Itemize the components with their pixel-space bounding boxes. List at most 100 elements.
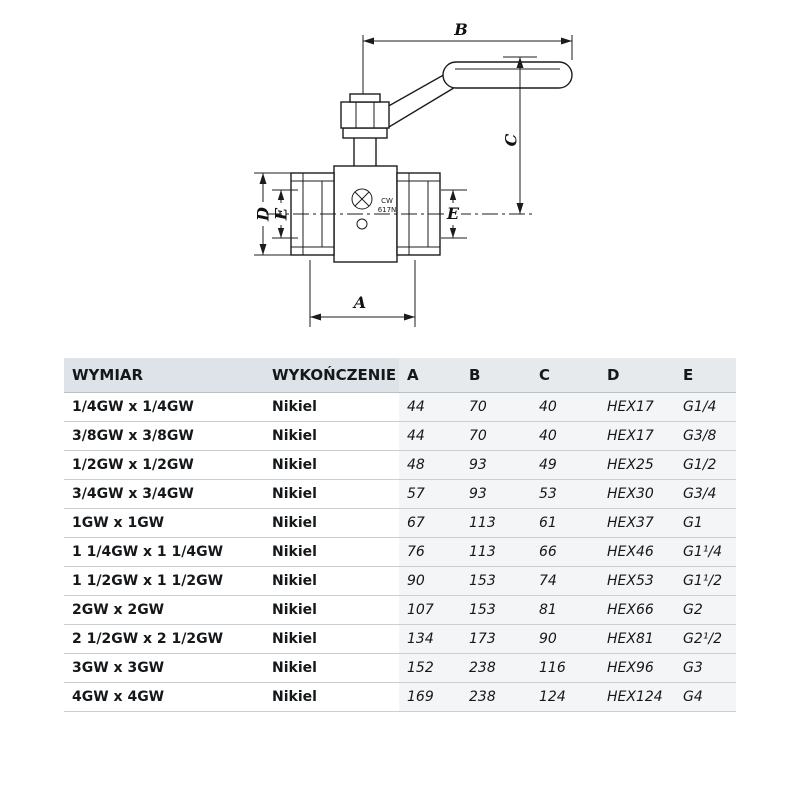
cell-a: 67 <box>399 508 461 538</box>
cell-e: G2¹/2 <box>675 624 736 654</box>
cell-b: 153 <box>461 595 531 625</box>
cell-b: 238 <box>461 653 531 683</box>
dimension-labels-group: B C D E E A <box>254 20 521 312</box>
body-marking-line1: CW <box>381 197 393 205</box>
cell-e: G3/8 <box>675 421 736 451</box>
cell-d: HEX124 <box>599 682 675 712</box>
cell-b: 173 <box>461 624 531 654</box>
cell-a: 57 <box>399 479 461 509</box>
body-marking-line2: 617N <box>378 206 397 214</box>
cell-wykonczenie: Nikiel <box>264 566 399 596</box>
cell-wykonczenie: Nikiel <box>264 450 399 480</box>
cell-b: 70 <box>461 392 531 422</box>
cell-b: 153 <box>461 566 531 596</box>
cell-wymiar: 1/4GW x 1/4GW <box>64 392 264 422</box>
valve-body-group <box>290 61 573 263</box>
cell-wymiar: 2GW x 2GW <box>64 595 264 625</box>
dim-label-c: C <box>502 133 521 146</box>
cell-wykonczenie: Nikiel <box>264 682 399 712</box>
column-header-d: D <box>599 358 675 393</box>
cell-c: 40 <box>531 421 599 451</box>
cell-d: HEX25 <box>599 450 675 480</box>
valve-drawing-svg: CW 617N <box>254 20 573 327</box>
cell-a: 152 <box>399 653 461 683</box>
cell-e: G3 <box>675 653 736 683</box>
cell-c: 116 <box>531 653 599 683</box>
cell-c: 124 <box>531 682 599 712</box>
cell-c: 40 <box>531 392 599 422</box>
cell-e: G1 <box>675 508 736 538</box>
cell-c: 49 <box>531 450 599 480</box>
cell-d: HEX96 <box>599 653 675 683</box>
cell-c: 61 <box>531 508 599 538</box>
cell-d: HEX53 <box>599 566 675 596</box>
cell-wymiar: 3/8GW x 3/8GW <box>64 421 264 451</box>
column-header-e: E <box>675 358 736 393</box>
cell-wykonczenie: Nikiel <box>264 537 399 567</box>
cell-e: G1¹/4 <box>675 537 736 567</box>
cell-c: 81 <box>531 595 599 625</box>
cell-a: 169 <box>399 682 461 712</box>
cell-d: HEX30 <box>599 479 675 509</box>
cell-d: HEX66 <box>599 595 675 625</box>
cell-wymiar: 3GW x 3GW <box>64 653 264 683</box>
cell-b: 93 <box>461 479 531 509</box>
column-header-b: B <box>461 358 531 393</box>
dim-label-e-right: E <box>446 204 460 223</box>
dimension-arrowheads <box>259 37 572 321</box>
cell-wymiar: 1 1/4GW x 1 1/4GW <box>64 537 264 567</box>
cell-b: 113 <box>461 508 531 538</box>
stem-hex-nut <box>340 101 390 129</box>
label-mask <box>445 206 461 222</box>
cell-wymiar: 1/2GW x 1/2GW <box>64 450 264 480</box>
cell-e: G1/2 <box>675 450 736 480</box>
cell-e: G1/4 <box>675 392 736 422</box>
cell-wykonczenie: Nikiel <box>264 624 399 654</box>
cell-d: HEX17 <box>599 421 675 451</box>
cell-wykonczenie: Nikiel <box>264 508 399 538</box>
cell-d: HEX37 <box>599 508 675 538</box>
cell-wymiar: 1 1/2GW x 1 1/2GW <box>64 566 264 596</box>
column-header-wykonczenie: WYKOŃCZENIE <box>264 358 399 393</box>
handle-grip <box>442 61 573 89</box>
cell-wykonczenie: Nikiel <box>264 392 399 422</box>
stem <box>353 136 377 168</box>
cell-a: 44 <box>399 421 461 451</box>
valve-technical-drawing: CW 617N <box>0 0 800 350</box>
cell-a: 107 <box>399 595 461 625</box>
cell-a: 44 <box>399 392 461 422</box>
cell-wymiar: 2 1/2GW x 2 1/2GW <box>64 624 264 654</box>
cell-c: 74 <box>531 566 599 596</box>
dim-label-a: A <box>352 293 366 312</box>
dim-label-d: D <box>254 207 273 222</box>
cell-wykonczenie: Nikiel <box>264 479 399 509</box>
cell-a: 76 <box>399 537 461 567</box>
stem-collar <box>342 127 388 139</box>
cell-wymiar: 1GW x 1GW <box>64 508 264 538</box>
cell-wymiar: 4GW x 4GW <box>64 682 264 712</box>
cell-e: G4 <box>675 682 736 712</box>
stem-cap <box>349 93 381 103</box>
column-header-a: A <box>399 358 461 393</box>
cell-a: 134 <box>399 624 461 654</box>
cell-d: HEX81 <box>599 624 675 654</box>
cell-a: 48 <box>399 450 461 480</box>
dim-label-b: B <box>453 20 468 39</box>
cell-b: 70 <box>461 421 531 451</box>
cell-a: 90 <box>399 566 461 596</box>
cell-d: HEX17 <box>599 392 675 422</box>
